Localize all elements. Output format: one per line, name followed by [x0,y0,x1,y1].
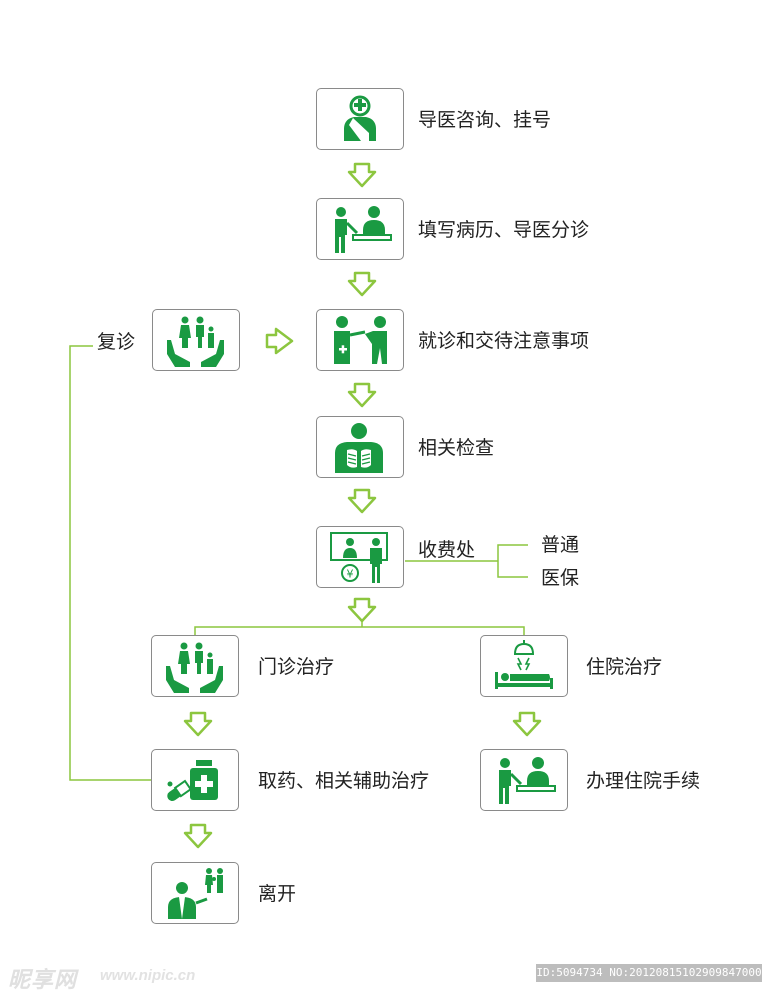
payment-option-normal: 普通 [541,534,580,556]
down-arrow-7 [511,710,543,738]
step-box-outpatient [151,635,239,697]
down-arrow-5 [346,596,378,624]
watermark-url: www.nipic.cn [100,967,196,984]
triage-desk-icon [335,206,392,253]
step-box-admission [480,749,568,811]
chevron-down-icon [347,271,377,297]
step-label-cashier: 收费处 [418,539,476,561]
cashier-icon: ¥ [330,532,388,583]
step-label-diagnose: 就诊和交待注意事项 [418,330,590,352]
step-label-consult: 导医咨询、挂号 [418,109,552,131]
branch-line [194,626,525,635]
down-arrow-3 [346,381,378,409]
doctor-consult-icon [334,316,387,364]
step-label-medicine: 取药、相关辅助治疗 [258,770,430,792]
down-arrow-2 [346,270,378,298]
step-label-record: 填写病历、导医分诊 [418,219,590,241]
step-box-revisit [152,309,240,371]
down-arrow-4 [346,487,378,515]
step-label-outpatient: 门诊治疗 [258,656,335,678]
doctor-farewell-icon [168,868,223,919]
chevron-down-icon [347,597,377,623]
step-box-diagnose [316,309,404,371]
step-box-consult [316,88,404,150]
watermark-logo: 昵享网 [8,967,78,992]
revisit-label: 复诊 [97,331,136,353]
right-arrow-revisit [264,326,296,356]
down-arrow-1 [346,161,378,189]
chevron-down-icon [347,382,377,408]
chest-xray-icon [335,423,383,473]
nurse-icon [344,95,376,141]
payment-option-insurance: 医保 [541,567,580,589]
chevron-right-icon [265,327,294,355]
hospital-bed-icon [495,640,553,689]
watermark-id: ID:5094734 NO:20120815102909847000 [536,964,762,982]
down-arrow-6 [182,710,214,738]
step-label-admission: 办理住院手续 [586,770,701,792]
step-label-checkup: 相关检查 [418,437,495,459]
step-box-checkup [316,416,404,478]
family-care-hands-icon [167,316,224,367]
family-care-hands-icon [166,642,223,693]
medicine-pills-icon [167,760,218,802]
down-arrow-8 [182,822,214,850]
step-box-leave [151,862,239,924]
step-box-inpatient [480,635,568,697]
step-label-inpatient: 住院治疗 [586,656,663,678]
step-label-leave: 离开 [258,883,297,905]
svg-text:¥: ¥ [347,568,354,581]
chevron-down-icon [347,488,377,514]
chevron-down-icon [183,711,213,737]
chevron-down-icon [183,823,213,849]
chevron-down-icon [347,162,377,188]
admission-desk-icon [499,757,556,804]
step-box-record [316,198,404,260]
chevron-down-icon [512,711,542,737]
watermark-bar: 昵享网 www.nipic.cn ID:5094734 NO:201208151… [0,958,768,993]
payment-bracket [497,544,528,578]
step-box-medicine [151,749,239,811]
step-box-cashier: ¥ [316,526,404,588]
revisit-loop-line [69,345,152,781]
